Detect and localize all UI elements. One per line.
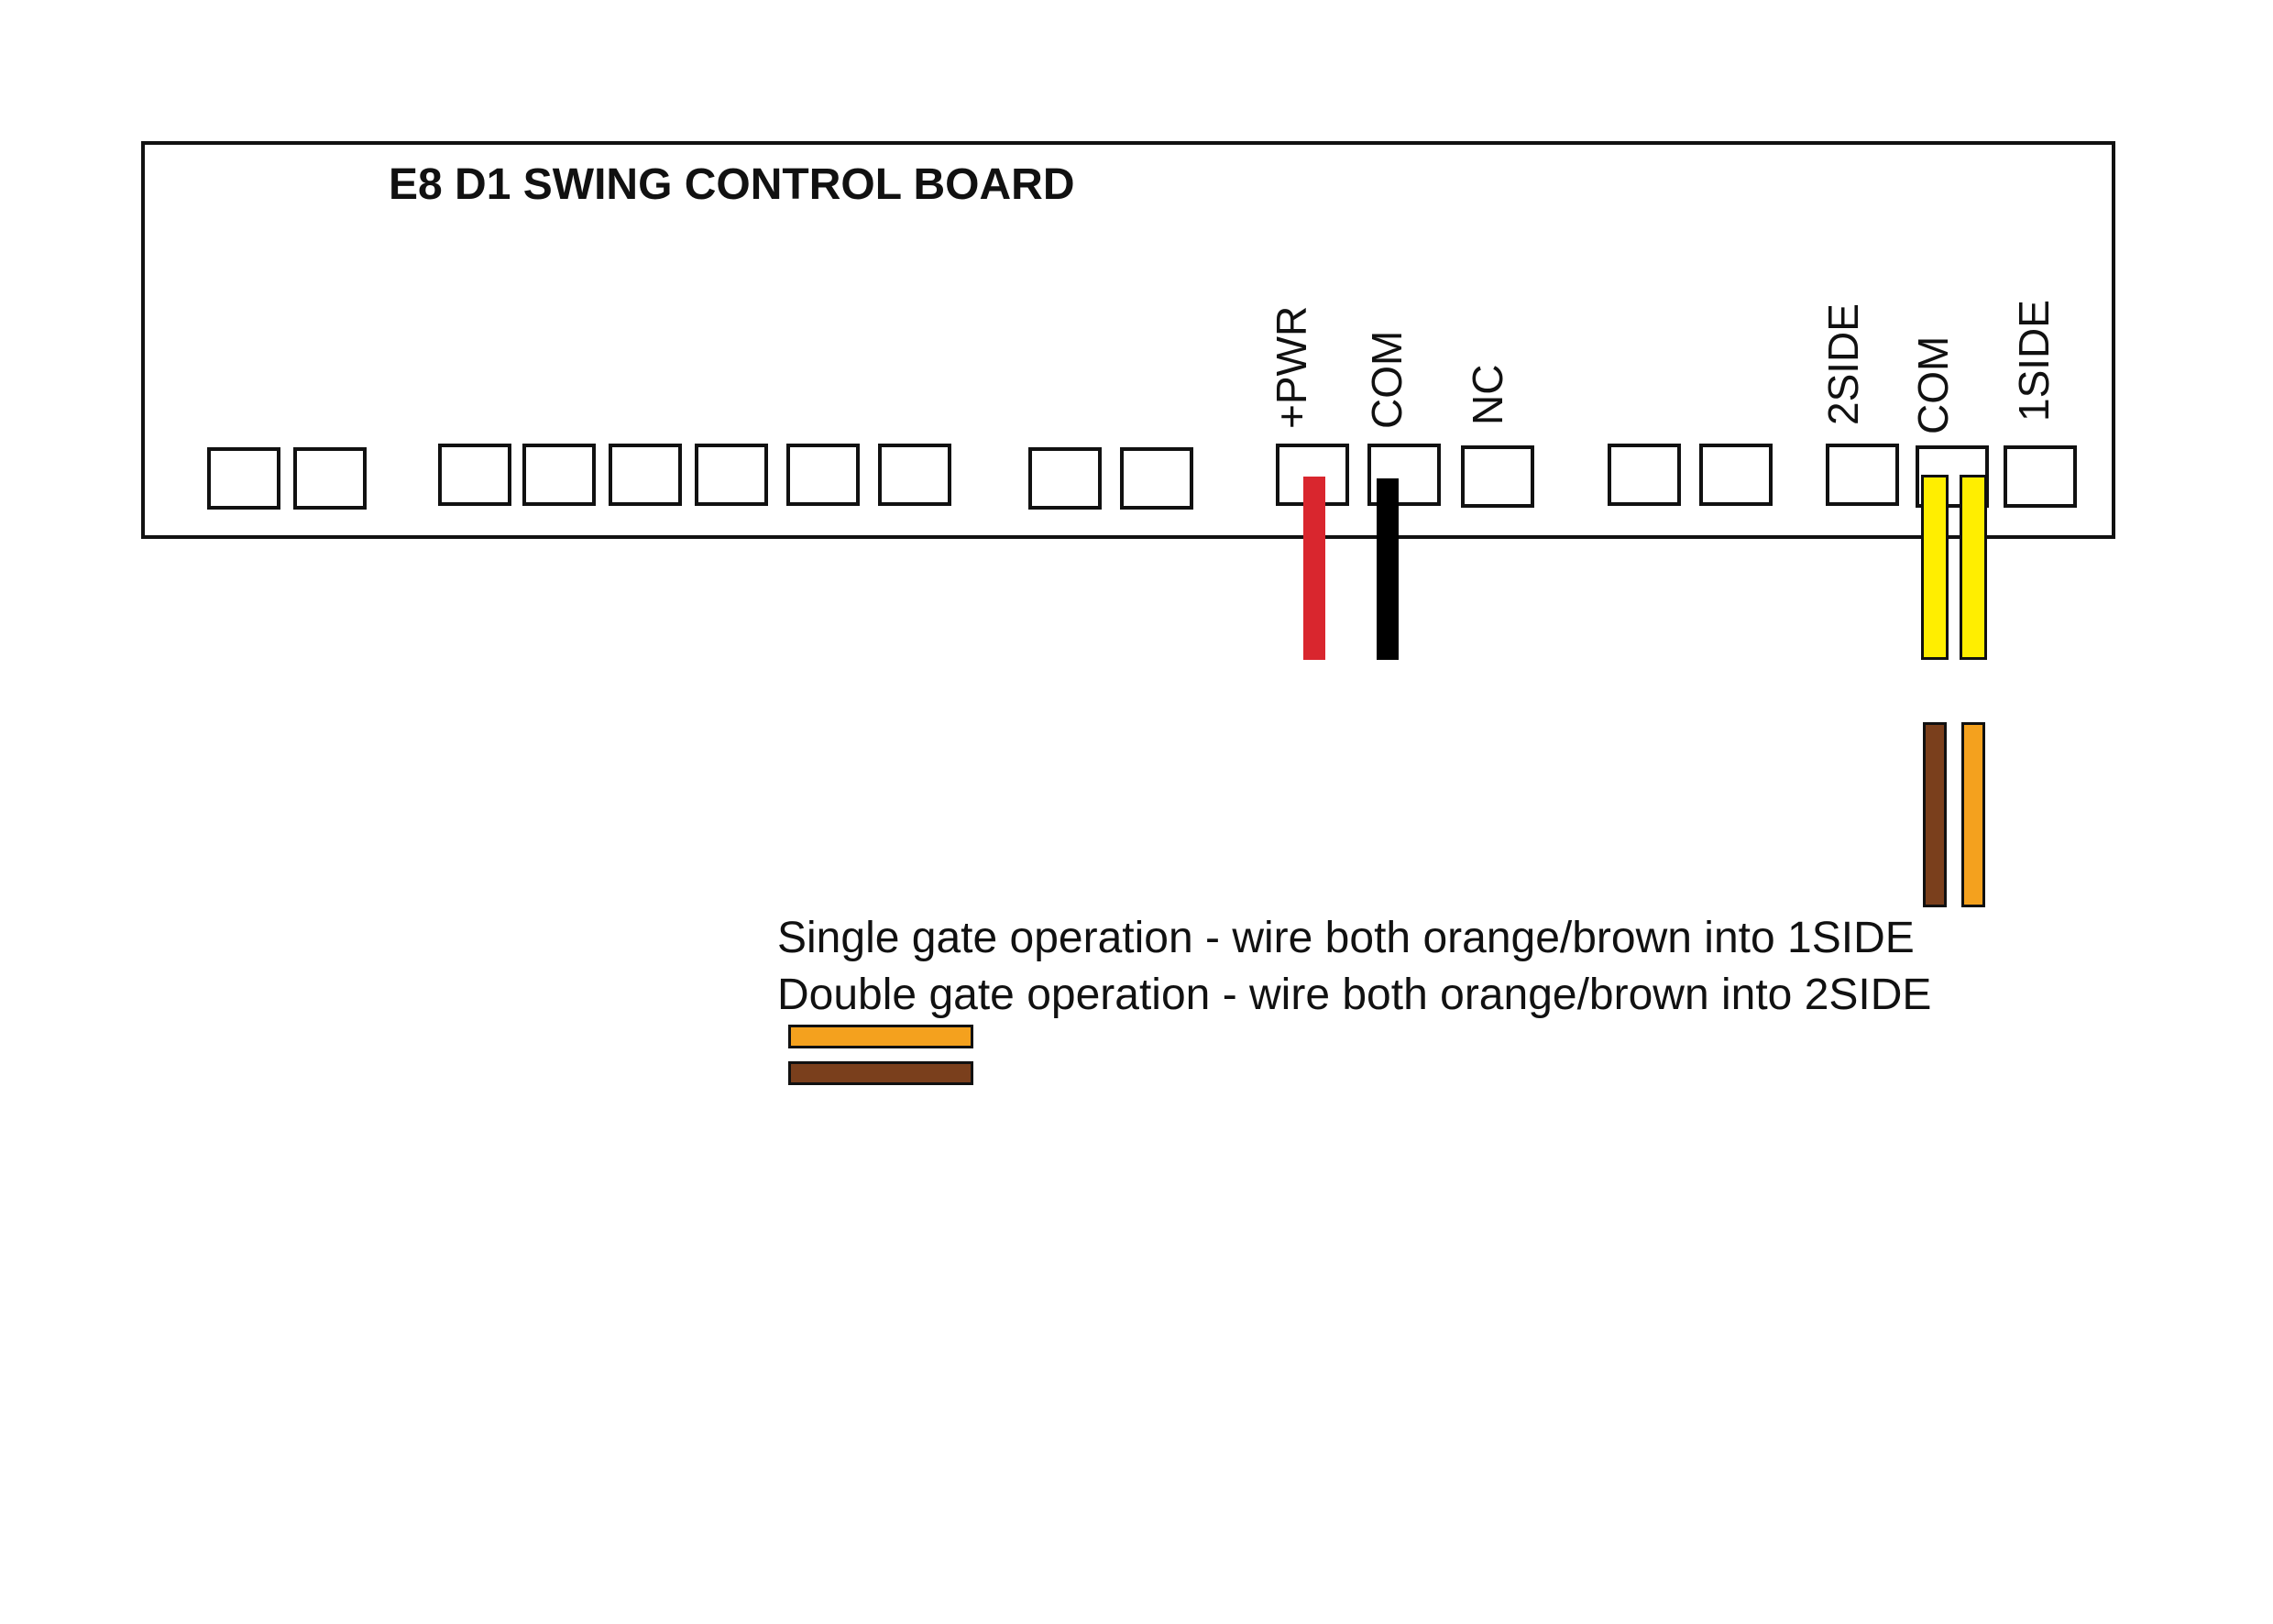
terminal-2side	[1826, 444, 1899, 506]
label-1side: 1SIDE	[2010, 300, 2058, 422]
pwr-red-wire	[1303, 477, 1325, 660]
terminal-11	[1608, 444, 1681, 506]
brown-wire-legend	[788, 1061, 973, 1085]
label-com: COM	[1363, 330, 1411, 429]
label-nc: NC	[1464, 364, 1511, 425]
orange-wire-legend	[788, 1025, 973, 1048]
terminal-6	[695, 444, 768, 506]
terminal-2	[293, 447, 367, 510]
note-double-gate: Double gate operation - wire both orange…	[777, 971, 1932, 1019]
terminal-5	[609, 444, 682, 506]
terminal-8	[878, 444, 951, 506]
label-pwr: +PWR	[1268, 305, 1315, 429]
terminal-10	[1120, 447, 1193, 510]
terminal-1	[207, 447, 280, 510]
control-board	[141, 141, 2115, 539]
terminal-12	[1699, 444, 1773, 506]
terminal-3	[438, 444, 511, 506]
terminal-4	[522, 444, 596, 506]
label-2side: 2SIDE	[1819, 303, 1867, 425]
orange-wire-vertical	[1961, 722, 1985, 907]
yellow-wire-right	[1960, 475, 1987, 660]
terminal-9	[1028, 447, 1102, 510]
yellow-wire-left	[1921, 475, 1949, 660]
terminal-1side	[2004, 445, 2077, 508]
board-title: E8 D1 SWING CONTROL BOARD	[389, 160, 1075, 209]
note-single-gate: Single gate operation - wire both orange…	[777, 914, 1915, 962]
terminal-nc	[1461, 445, 1534, 508]
terminal-7	[786, 444, 860, 506]
label-com2: COM	[1909, 335, 1957, 434]
com-black-wire	[1377, 478, 1399, 660]
brown-wire-vertical	[1923, 722, 1947, 907]
